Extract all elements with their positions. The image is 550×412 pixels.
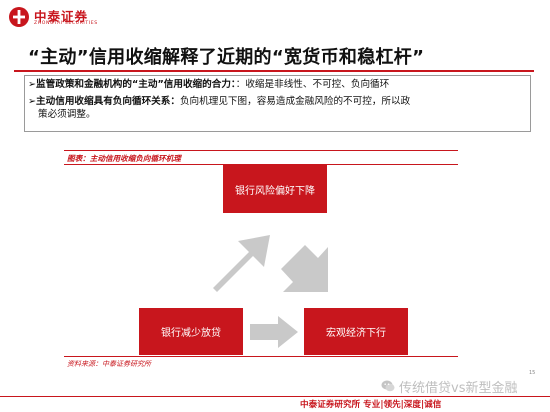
- slide-title: “主动”信用收缩解释了近期的“宽货币和稳杠杆”: [28, 47, 425, 68]
- bullet-2-lead: ➢主动信用收缩具有负向循环关系：: [28, 96, 180, 107]
- chart-caption-divider: [64, 164, 458, 165]
- footer-tagline: 中泰证券研究所 专业|领先|深度|诚信: [300, 400, 442, 410]
- node-macro-economy: 宏观经济下行: [304, 308, 408, 355]
- summary-bullet-1: ➢监管政策和金融机构的“主动”信用收缩的合力：：收缩是非线性、不可控、负向循环: [28, 79, 389, 91]
- node-bank-lending: 银行减少放贷: [139, 308, 243, 355]
- page-number: 15: [529, 370, 536, 376]
- bullet-1-lead: ➢监管政策和金融机构的“主动”信用收缩的合力：: [28, 79, 236, 90]
- bullet-2-text: 负向机理见下图，容易造成金融风险的不可控，所以政: [179, 96, 411, 107]
- arrow-right-down: [281, 245, 328, 292]
- logo-subtitle: ZHONGTAI SECURITIES: [34, 21, 98, 26]
- arrow-left-up: [213, 235, 270, 292]
- chart-source: 资料来源：中泰证券研究所: [67, 360, 151, 368]
- chart-top-divider: [64, 150, 458, 151]
- watermark-text: 传统借贷vs新型金融: [399, 381, 518, 396]
- bullet-1-text: ：收缩是非线性、不可控、负向循环: [235, 79, 390, 90]
- chart-caption: 图表：主动信用收缩负向循环机理: [67, 154, 181, 163]
- summary-box: ➢监管政策和金融机构的“主动”信用收缩的合力：：收缩是非线性、不可控、负向循环 …: [24, 75, 531, 132]
- chart-bottom-divider: [64, 356, 458, 357]
- wechat-icon: [381, 380, 395, 392]
- title-divider: [14, 70, 534, 72]
- footer-divider: [0, 396, 550, 397]
- logo-wordmark: 中泰证券: [34, 9, 89, 24]
- summary-bullet-2: ➢主动信用收缩具有负向循环关系：负向机理见下图，容易造成金融风险的不可控，所以政: [28, 96, 410, 108]
- summary-bullet-2-continued: 策必须调整。: [38, 109, 96, 120]
- arrow-bottom-right: [250, 316, 298, 348]
- zhongtai-logo-icon: [9, 7, 29, 27]
- node-bank-risk-appetite: 银行风险偏好下降: [223, 165, 327, 213]
